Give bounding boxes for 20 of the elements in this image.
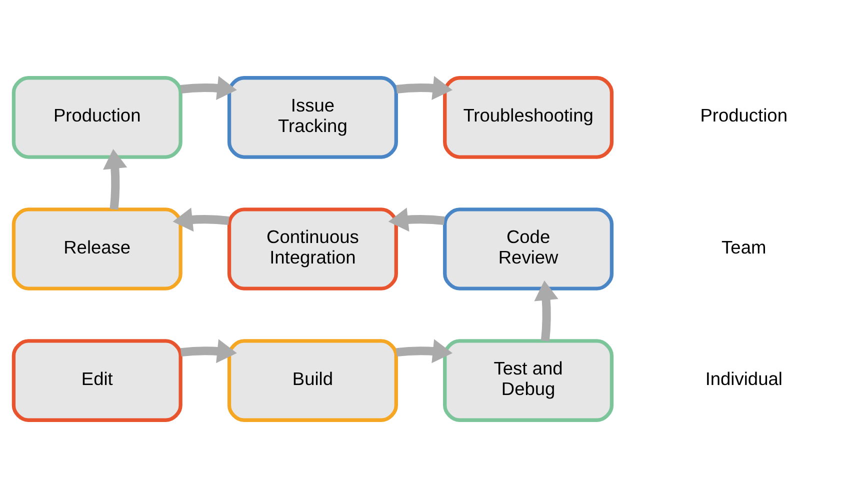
label: Individual — [705, 368, 782, 389]
node-box: Release — [12, 208, 182, 290]
arrow — [396, 339, 452, 364]
node-box: Troubleshooting — [443, 76, 614, 159]
arrow — [180, 339, 237, 364]
node-box: Code Review — [443, 208, 614, 290]
node-box: Test and Debug — [443, 339, 614, 422]
node-box: Build — [227, 339, 398, 422]
label: Team — [722, 236, 766, 258]
arrow — [388, 208, 445, 232]
node-box: Continuous Integration — [227, 208, 398, 290]
arrow — [534, 280, 558, 342]
label: Production — [700, 104, 788, 126]
node-box: Issue Tracking — [227, 76, 398, 159]
arrow — [396, 76, 452, 100]
arrow — [180, 76, 237, 100]
arrow — [172, 208, 230, 232]
node-box: Edit — [12, 339, 182, 422]
node-box: Production — [12, 76, 182, 159]
arrow — [103, 148, 128, 210]
